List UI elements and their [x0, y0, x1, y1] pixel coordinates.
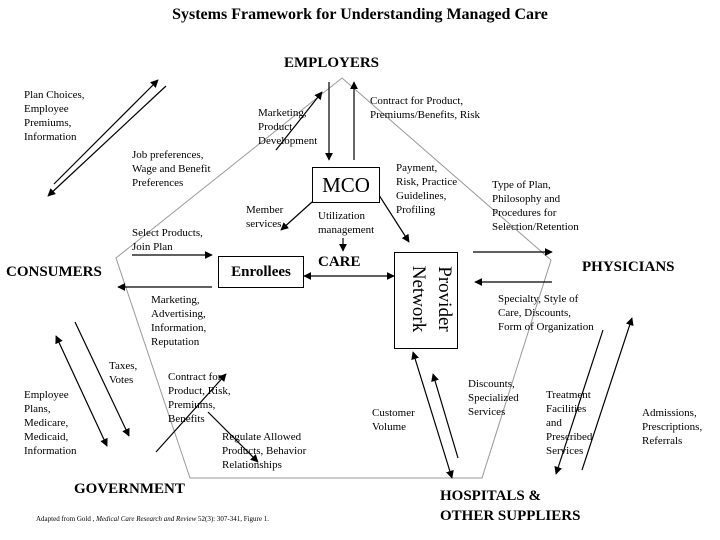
enrollees-label: Enrollees [231, 264, 291, 280]
label-select-products: Select Products, Join Plan [132, 227, 203, 253]
node-consumers: CONSUMERS [6, 264, 102, 280]
arrow-provider-hospitals-left [411, 351, 454, 479]
arrow-hospitals-to-physicians [581, 317, 634, 471]
provider-network-label: Provider Network [408, 265, 455, 333]
label-job-preferences: Job preferences, Wage and Benefit Prefer… [132, 149, 211, 189]
arrow-taxes-votes [74, 321, 130, 437]
mco-label: MCO [322, 173, 370, 197]
arrow-consumers-government [55, 335, 108, 447]
enrollees-box: Enrollees [218, 256, 304, 288]
footnote-suffix: 52(3): 307-341, Figure 1. [196, 515, 269, 523]
label-type-of-plan: Type of Plan, Philosophy and Procedures … [492, 179, 579, 233]
label-contract-for-product-government: Contract for Product, Risk, Premiums, Be… [168, 371, 231, 425]
label-contract-for-product-employers: Contract for Product, Premiums/Benefits,… [370, 95, 480, 121]
arrow-regulate [207, 411, 259, 463]
mco-box: MCO [312, 167, 380, 203]
label-taxes-votes: Taxes, Votes [109, 360, 138, 386]
arrow-physicians-to-hospitals [554, 329, 604, 475]
node-employers: EMPLOYERS [284, 55, 380, 71]
pentagon-outline [115, 77, 552, 479]
label-member-services: Member services [246, 204, 284, 230]
arrow-consumers-to-employers [53, 79, 159, 185]
diagram-title: Systems Framework for Understanding Mana… [172, 6, 548, 23]
label-discounts-services: Discounts, Specialized Services [468, 378, 519, 418]
label-plan-choices: Plan Choices, Employee Premiums, Informa… [24, 89, 85, 143]
label-treatment-facilities: Treatment Facilities and Prescribed Serv… [546, 389, 593, 457]
label-employee-plans: Employee Plans, Medicare, Medicaid, Info… [24, 389, 77, 457]
node-physicians: PHYSICIANS [582, 259, 675, 275]
arrow-customer-volume [431, 373, 459, 459]
label-payment-risk: Payment, Risk, Practice Guidelines, Prof… [396, 162, 458, 216]
label-regulate: Regulate Allowed Products, Behavior Rela… [222, 431, 307, 471]
care-label: CARE [318, 253, 361, 271]
label-customer-volume: Customer Volume [372, 407, 415, 433]
label-utilization-management: Utilization management [318, 210, 375, 236]
label-specialty-style: Specialty, Style of Care, Discounts, For… [498, 293, 594, 333]
label-admissions: Admissions, Prescriptions, Referrals [642, 407, 703, 447]
footnote: Adapted from Gold , Medical Care Researc… [36, 514, 269, 524]
arrow-member-services [280, 201, 313, 231]
arrow-government-contract [155, 373, 227, 453]
node-hospitals: HOSPITALS & OTHER SUPPLIERS [440, 488, 581, 524]
label-marketing-product-development: Marketing, Product Development [258, 107, 318, 147]
arrow-employers-to-consumers [47, 85, 167, 197]
label-marketing-advertising: Marketing, Advertising, Information, Rep… [151, 294, 207, 348]
provider-network-box: Provider Network [394, 252, 458, 349]
arrow-mco-to-provider [376, 191, 410, 243]
node-government: GOVERNMENT [74, 481, 185, 497]
footnote-journal: Medical Care Research and Review [96, 515, 197, 523]
footnote-prefix: Adapted from Gold , [36, 515, 97, 523]
arrow-marketing-to-employers [275, 91, 323, 151]
